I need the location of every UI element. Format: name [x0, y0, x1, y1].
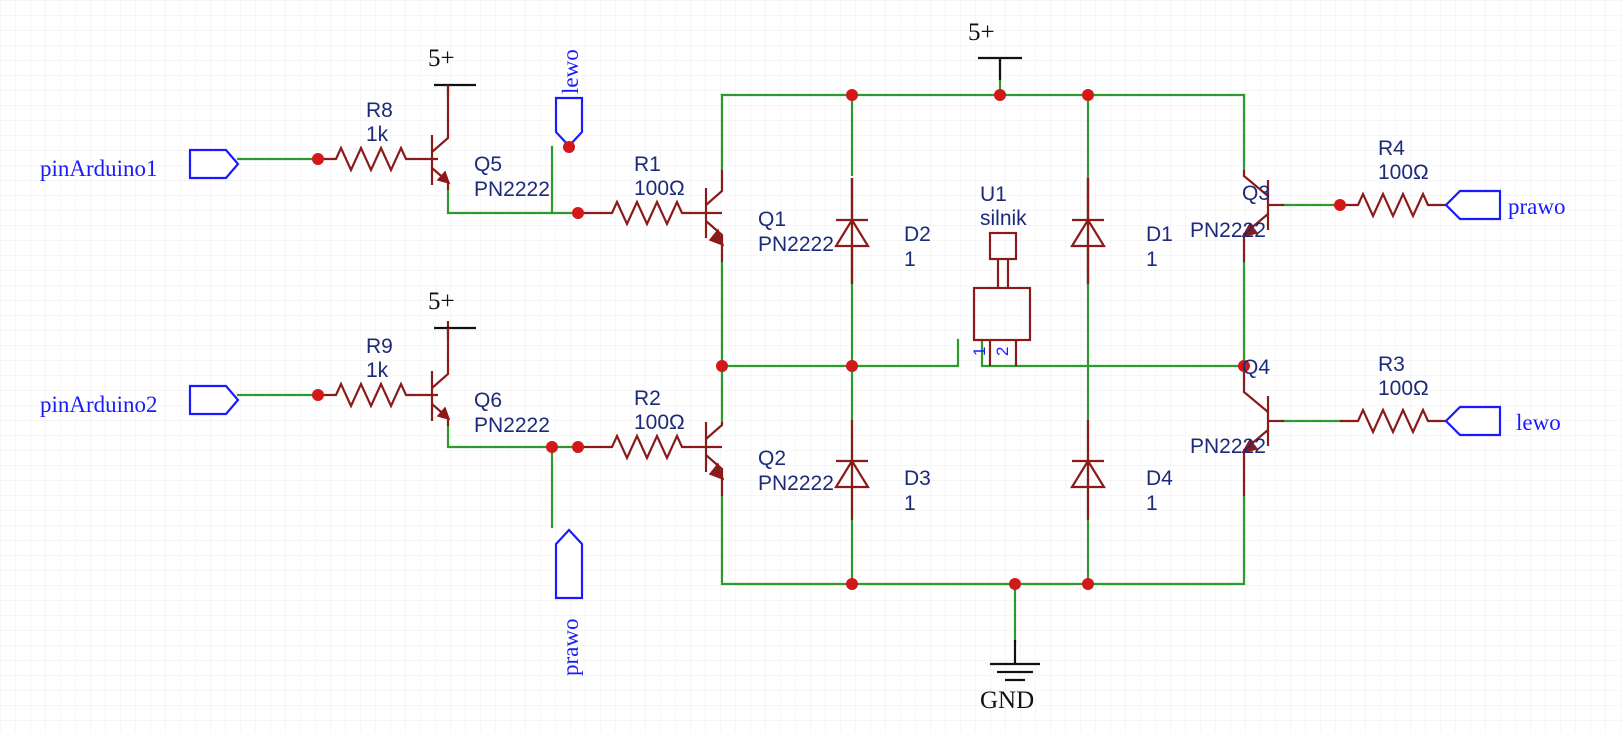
u1-ref: U1 [980, 183, 1007, 206]
transistor-q2 [704, 422, 725, 496]
supply-symbol-q5 [434, 83, 476, 96]
u1-pin-1-label: 1 [970, 347, 989, 356]
junction-dot [312, 153, 324, 165]
r3-ref: R3 [1378, 353, 1405, 376]
d2-ref: D2 [904, 223, 931, 246]
q1-ref: Q1 [758, 208, 786, 231]
resistor-r3 [1340, 407, 1450, 435]
d1-value: 1 [1146, 248, 1158, 271]
junction-dot [846, 89, 858, 101]
q3-value: PN2222 [1190, 219, 1266, 242]
supply-symbol-q6 [434, 326, 476, 339]
junction-dot [546, 441, 558, 453]
d2-value: 1 [904, 248, 916, 271]
port-label-prawo-bottom: prawo [558, 619, 583, 676]
r1-ref: R1 [634, 153, 661, 176]
q2-ref: Q2 [758, 447, 786, 470]
junction-dot [572, 441, 584, 453]
q4-value: PN2222 [1190, 435, 1266, 458]
junction-dot [572, 207, 584, 219]
port-flag-prawo-right [1444, 189, 1502, 221]
junction-dot [1238, 360, 1250, 372]
port-flag-lewo-right [1444, 405, 1502, 437]
port-label-prawo-right: prawo [1508, 194, 1565, 219]
resistor-r4 [1340, 191, 1450, 219]
junction-dot [1082, 89, 1094, 101]
q2-value: PN2222 [758, 472, 834, 495]
junction-dot [716, 360, 728, 372]
junction-dot [1334, 199, 1346, 211]
resistor-r8 [318, 145, 438, 173]
ground-label: GND [980, 687, 1034, 714]
junction-dot [1009, 578, 1021, 590]
d1-ref: D1 [1146, 223, 1173, 246]
q6-ref: Q6 [474, 389, 502, 412]
d4-ref: D4 [1146, 467, 1173, 490]
port-flag-lewo-top [554, 96, 584, 148]
port-label-lewo-right: lewo [1516, 410, 1561, 435]
ground-symbol [990, 640, 1040, 682]
motor-u1 [972, 231, 1032, 366]
diode-d3 [834, 420, 870, 520]
d3-value: 1 [904, 492, 916, 515]
port-label-pin-arduino-2: pinArduino2 [40, 392, 158, 417]
wire-q5-emitter-node [446, 188, 580, 215]
r8-ref: R8 [366, 99, 393, 122]
port-flag-prawo-bottom [554, 528, 584, 600]
port-label-pin-arduino-1: pinArduino1 [40, 156, 158, 181]
junction-dot [312, 389, 324, 401]
wire-mid-left [720, 338, 960, 368]
port-flag-pin-arduino-2 [188, 384, 240, 416]
d3-ref: D3 [904, 467, 931, 490]
transistor-q5 [430, 85, 451, 190]
r8-value: 1k [366, 123, 389, 146]
resistor-r1 [578, 199, 712, 227]
junction-dot [846, 360, 858, 372]
r9-ref: R9 [366, 335, 393, 358]
supply-label-q6: 5+ [428, 288, 455, 315]
resistor-r9 [318, 381, 438, 409]
q5-value: PN2222 [474, 178, 550, 201]
q6-value: PN2222 [474, 414, 550, 437]
wire-mid-right [980, 338, 1246, 368]
wire-q6-emitter-node [446, 424, 580, 449]
transistor-q3 [1241, 170, 1284, 262]
supply-label-q5: 5+ [428, 45, 455, 72]
junction-dot [994, 89, 1006, 101]
d4-value: 1 [1146, 492, 1158, 515]
wire-q2-emitter [720, 494, 1246, 586]
r3-value: 100Ω [1378, 377, 1429, 400]
q3-ref: Q3 [1242, 182, 1270, 205]
u1-value: silnik [980, 207, 1027, 230]
r4-ref: R4 [1378, 137, 1405, 160]
u1-pin-2-label: 2 [993, 347, 1012, 356]
diode-d4 [1070, 420, 1106, 520]
r9-value: 1k [366, 359, 389, 382]
r2-value: 100Ω [634, 411, 685, 434]
r1-value: 100Ω [634, 177, 685, 200]
q4-ref: Q4 [1242, 356, 1270, 379]
junction-dot [1082, 578, 1094, 590]
port-label-lewo-top: lewo [558, 49, 583, 94]
r2-ref: R2 [634, 387, 661, 410]
port-flag-pin-arduino-1 [188, 148, 240, 180]
diode-d1 [1070, 178, 1106, 284]
diode-d2 [834, 176, 870, 284]
transistor-q4 [1241, 370, 1284, 496]
transistor-q1 [704, 170, 725, 262]
q1-value: PN2222 [758, 233, 834, 256]
wires [236, 58, 1342, 644]
r4-value: 100Ω [1378, 161, 1429, 184]
junction-dot [846, 578, 858, 590]
resistor-r2 [578, 433, 712, 461]
q5-ref: Q5 [474, 153, 502, 176]
junctions [312, 89, 1346, 590]
supply-symbol-bridge [978, 56, 1022, 80]
supply-label-bridge: 5+ [968, 19, 995, 46]
junction-dot [563, 141, 575, 153]
